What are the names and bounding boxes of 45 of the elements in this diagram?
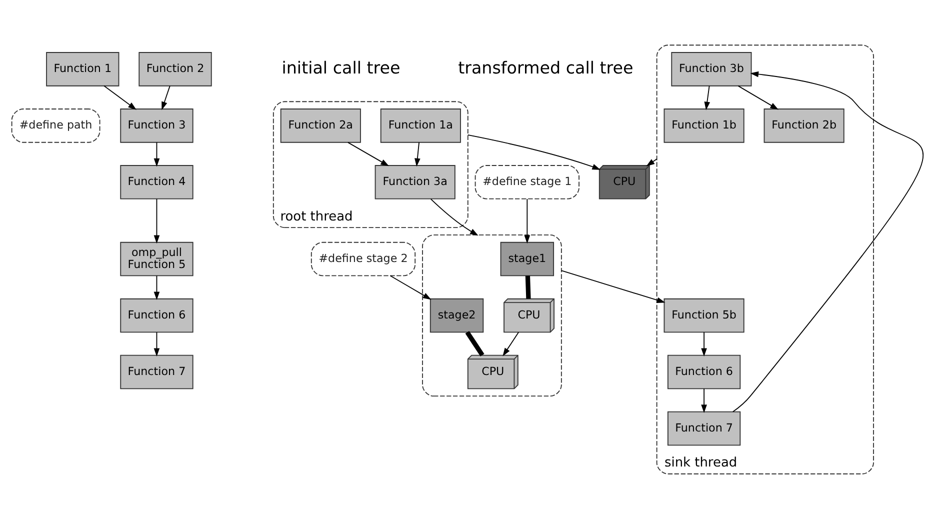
node-box: Function 1a	[380, 108, 461, 142]
arrow	[414, 141, 420, 166]
node-box: Function 1	[46, 52, 120, 86]
node-box: Function 4	[120, 164, 194, 199]
node-box: stage2	[430, 298, 484, 332]
node-box: Function 3	[120, 108, 194, 142]
node-box: #define stage 2	[310, 241, 416, 276]
connector	[525, 275, 531, 298]
node-box: Function 2b	[764, 108, 844, 142]
node-box: Function 1b	[664, 108, 744, 142]
arrow	[704, 84, 710, 110]
arrow	[732, 70, 924, 412]
arrow	[701, 388, 707, 413]
arrow	[646, 158, 658, 166]
node-box: stage1	[500, 241, 554, 276]
arrow	[162, 84, 170, 110]
arrow	[430, 198, 478, 236]
arrow	[154, 331, 160, 356]
node-box: Function 7	[667, 410, 741, 446]
node-box: Function 2a	[280, 108, 361, 142]
arrow	[560, 270, 666, 302]
arrow	[348, 141, 390, 166]
arrow	[154, 274, 160, 300]
node-box: Function 3b	[671, 52, 752, 86]
arrow	[738, 84, 779, 110]
node-box: Function 6	[120, 298, 194, 332]
node-box: #define stage 1	[474, 164, 580, 199]
arrow	[502, 331, 520, 356]
arrow	[104, 84, 136, 110]
arrow	[154, 198, 160, 244]
arrow	[154, 141, 160, 166]
arrow	[467, 134, 601, 170]
node-box: Function 2	[138, 52, 212, 86]
node-box: omp_pull Function 5	[120, 241, 194, 276]
label: initial call tree	[282, 58, 400, 77]
node-box: #define path	[11, 108, 100, 142]
arrow	[524, 198, 530, 244]
node-box: Function 3a	[374, 164, 456, 199]
node-box: Function 6	[667, 354, 741, 389]
arrow	[701, 331, 707, 356]
label: transformed call tree	[458, 58, 634, 77]
node-box: Function 5b	[664, 298, 744, 332]
connector	[465, 330, 484, 356]
node-box: Function 7	[120, 354, 194, 389]
arrow	[390, 274, 432, 300]
